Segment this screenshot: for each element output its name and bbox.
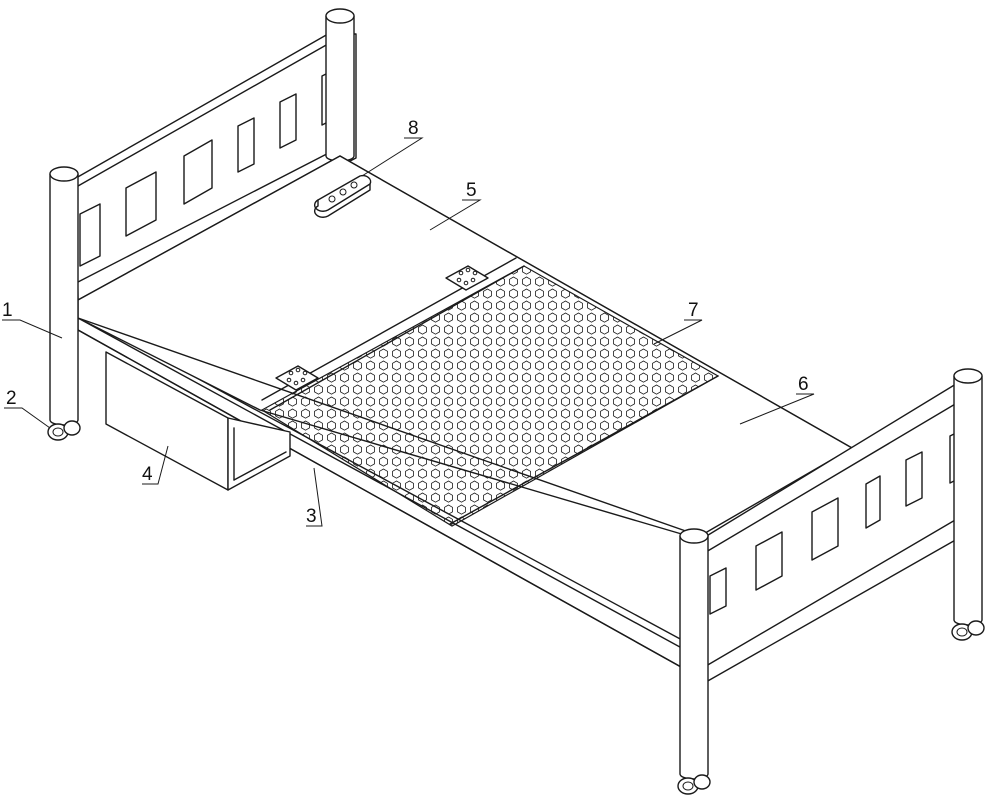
- left-post: [47, 166, 81, 441]
- callouts: 1 2 3 4 5 6 7 8: [2, 118, 815, 527]
- footboard-slots: [709, 432, 957, 615]
- callout-8: 8: [361, 118, 424, 177]
- callout-3: 3: [306, 467, 323, 527]
- callout-5: 5: [429, 180, 482, 231]
- svg-text:3: 3: [306, 506, 317, 527]
- storage-drawer: [105, 351, 291, 491]
- caster-wheel-front: [677, 774, 711, 795]
- headboard-right-post: [325, 15, 355, 162]
- bed-frame: [77, 155, 853, 673]
- hinge-connector-1: [275, 365, 319, 391]
- headboard-slots: [79, 72, 329, 267]
- hinge-connector-2: [445, 265, 489, 291]
- svg-text:2: 2: [6, 388, 17, 409]
- svg-text:1: 1: [2, 300, 13, 321]
- svg-text:6: 6: [798, 374, 809, 395]
- callout-2: 2: [4, 388, 51, 429]
- footboard-front-post: [679, 535, 709, 780]
- headboard: [75, 8, 357, 301]
- caster-wheel-right-rear: [951, 620, 985, 641]
- footboard: [677, 368, 985, 795]
- svg-text:4: 4: [142, 464, 153, 485]
- callout-7: 7: [653, 300, 703, 345]
- mesh-panel: [260, 265, 720, 527]
- footboard-right-post: [953, 375, 983, 626]
- control-panel: [313, 174, 372, 218]
- svg-text:8: 8: [408, 118, 419, 139]
- svg-text:5: 5: [466, 180, 477, 201]
- svg-text:7: 7: [688, 300, 699, 321]
- callout-4: 4: [142, 445, 169, 485]
- callout-1: 1: [2, 300, 63, 339]
- callout-6: 6: [739, 374, 815, 425]
- caster-wheel-left: [47, 420, 81, 441]
